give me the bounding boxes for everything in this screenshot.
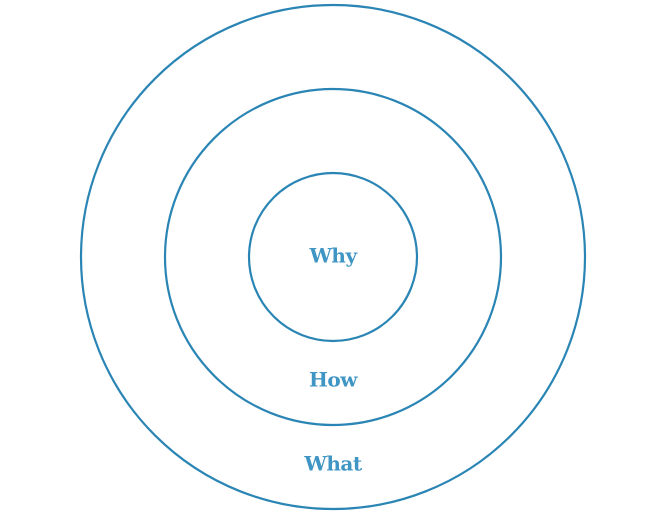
outer-circle bbox=[79, 3, 587, 511]
middle-circle bbox=[163, 87, 503, 427]
inner-circle bbox=[247, 171, 419, 343]
outer-ring-label: What bbox=[303, 452, 362, 476]
inner-circle-label: Why bbox=[308, 244, 358, 268]
middle-ring-label: How bbox=[309, 368, 358, 392]
